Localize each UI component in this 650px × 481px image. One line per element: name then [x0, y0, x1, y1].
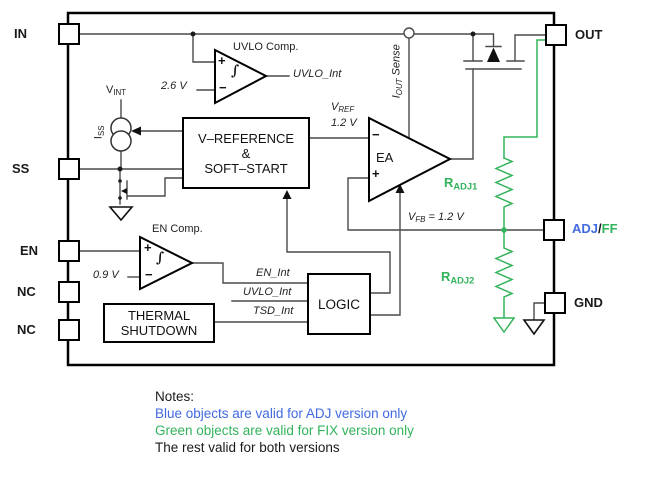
pin-adjff — [543, 219, 565, 241]
thermal-shutdown-block: THERMAL SHUTDOWN — [103, 303, 215, 343]
en-ref-value: 0.9 V — [93, 269, 119, 281]
vref-block-line1: V–REFERENCE — [197, 130, 295, 146]
logic-to-ea-arrow-icon — [395, 184, 405, 193]
vfb-label: VFB = 1.2 V — [408, 211, 464, 225]
adjff-slash: / — [598, 221, 602, 236]
logic-to-vref-arrow-icon — [282, 190, 292, 199]
adj-label: ADJ — [572, 221, 599, 236]
ea-minus-sign: − — [372, 127, 380, 142]
uvlo-minus-sign: − — [219, 80, 227, 95]
pin-gnd — [544, 292, 566, 314]
pin-en — [58, 240, 80, 262]
iss-label: ISS — [92, 125, 106, 140]
notes-block: Notes: Blue objects are valid for ADJ ve… — [155, 388, 414, 456]
logic-block-label: LOGIC — [317, 296, 360, 312]
feedback-wire — [347, 177, 544, 231]
logic-to-vref-wire — [286, 196, 391, 294]
notes-title: Notes: — [155, 389, 195, 404]
note-adj-version: Blue objects are valid for ADJ version o… — [155, 406, 408, 421]
pin-label-ss: SS — [12, 161, 30, 176]
pin-nc2 — [58, 319, 80, 341]
pin-label-nc1: NC — [17, 284, 36, 299]
en-hysteresis-icon: ∫ — [156, 250, 165, 266]
uvlo-ref-value: 2.6 V — [161, 80, 187, 92]
pin-out — [545, 24, 567, 46]
iss-source-circle-bottom — [110, 130, 132, 152]
uvlo-int2-net-label: UVLO_Int — [243, 286, 292, 298]
radj2-resistor — [494, 229, 514, 319]
softstart-fet-gate-wire — [126, 177, 183, 197]
logic-block: LOGIC — [307, 273, 371, 335]
en-comp-title: EN Comp. — [152, 223, 203, 235]
en-int-net-label: EN_Int — [256, 267, 290, 279]
pin-nc1 — [58, 281, 80, 303]
ea-plus-sign: + — [372, 166, 380, 181]
uvlo-comparator-symbol — [214, 48, 269, 105]
fix-divider-top-wire — [503, 39, 546, 159]
pin-label-nc2: NC — [17, 322, 36, 337]
fet-source-junction-dot — [470, 31, 476, 37]
current-source-arrow-icon — [131, 126, 141, 136]
tsd-int-net-label: TSD_Int — [253, 305, 294, 317]
uvlo-int-net-label: UVLO_Int — [293, 68, 342, 80]
pin-label-adjff: ADJ/FF — [572, 222, 618, 236]
softstart-ground-icon — [108, 206, 134, 222]
vref-block-line2: & — [241, 145, 251, 161]
uvlo-plus-input-wire — [192, 33, 216, 63]
pass-fet-drain-leg — [506, 34, 546, 62]
en-comparator-symbol — [139, 235, 195, 291]
fet-source-dot — [118, 196, 122, 200]
logic-to-ea-wire — [370, 190, 401, 316]
ff-label: FF — [601, 221, 618, 236]
feedback-junction-dot — [501, 227, 507, 233]
radj2-label: RADJ2 — [441, 269, 475, 286]
note-both-versions: The rest valid for both versions — [155, 440, 340, 455]
vref-block-line3: SOFT–START — [204, 160, 288, 176]
thermal-block-line2: SHUTDOWN — [120, 323, 198, 338]
ic-boundary — [66, 11, 556, 367]
uvlo-plus-sign: + — [218, 53, 226, 68]
note-fix-version: Green objects are valid for FIX version … — [155, 423, 414, 438]
en-int-wire — [191, 262, 308, 284]
ea-out-to-gate-wire — [449, 68, 474, 160]
ss-junction-dot — [117, 166, 123, 172]
in-junction-dot — [190, 31, 196, 37]
radj1-resistor — [494, 157, 514, 231]
pin-in — [58, 23, 80, 45]
pin-ss — [58, 158, 80, 180]
gnd-sym-wire — [533, 302, 545, 321]
iout-sense-node — [403, 27, 415, 39]
pin-label-in: IN — [14, 26, 27, 41]
en-plus-sign: + — [144, 240, 152, 255]
vint-label: VINT — [106, 84, 127, 98]
softstart-fet-arrow-icon — [121, 188, 127, 194]
pin-label-out: OUT — [575, 27, 603, 42]
pass-fet-source-leg — [463, 33, 483, 62]
iout-sense-label: IOUT Sense — [390, 44, 404, 99]
fix-ground-icon — [492, 317, 516, 334]
thermal-block-line1: THERMAL — [127, 308, 191, 323]
ea-label: EA — [376, 150, 394, 165]
error-amplifier-symbol — [368, 116, 453, 203]
uvlo-hysteresis-icon: ∫ — [231, 63, 240, 79]
en-minus-sign: − — [145, 267, 153, 282]
vreference-softstart-block: V–REFERENCE & SOFT–START — [182, 117, 310, 189]
radj1-label: RADJ1 — [444, 175, 478, 192]
pin-label-gnd: GND — [574, 295, 603, 310]
gnd-ground-icon — [522, 319, 546, 336]
body-diode-icon — [487, 47, 500, 62]
fet-drain-dot — [118, 179, 122, 183]
pin-label-en: EN — [20, 243, 39, 258]
uvlo-comp-title: UVLO Comp. — [233, 41, 299, 53]
